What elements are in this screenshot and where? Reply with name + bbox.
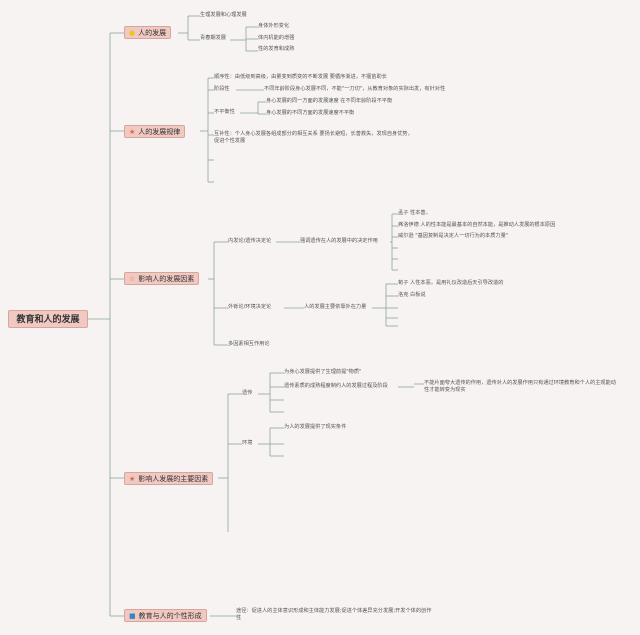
branch-label: 人的发展 — [138, 29, 167, 37]
node-uneven-2: 身心发展的不同方面的发展速度不平衡 — [266, 110, 355, 116]
node-body-shape: 身体外形变化 — [258, 23, 290, 29]
node-body-function: 体内机能的增强 — [258, 35, 295, 41]
star-icon: ★ — [129, 475, 136, 483]
branch-development-laws[interactable]: ★人的发展规律 — [124, 125, 186, 138]
node-inner-theory: 内发论/遗传决定论 — [228, 238, 272, 244]
branch-personality[interactable]: ■教育与人的个性形成 — [124, 609, 207, 622]
node-heredity-1: 为身心发展提供了生理前提"物质" — [284, 369, 362, 375]
sun-icon: ● — [129, 29, 136, 37]
flag-icon: ■ — [129, 612, 136, 620]
star-icon: ★ — [129, 128, 136, 136]
branch-label: 人的发展规律 — [138, 128, 181, 136]
node-inner-note: 强调遗传在人的发展中的决定作用 — [300, 238, 378, 244]
node-uneven-1: 身心发展的同一方面的发展速度 在不同年龄阶段不平衡 — [266, 98, 393, 104]
branch-label: 影响人发展的主要因素 — [138, 475, 209, 483]
node-outer-theory: 外铄论/环境决定论 — [228, 304, 272, 310]
node-sequence: 顺序性：由低级到高级，由量变到质变的不断发展 要循序渐进，不揠苗助长 — [214, 74, 387, 80]
node-stage: 阶段性 — [214, 86, 230, 92]
node-stage-note: 不同年龄阶段身心发展不同，不能"一刀切"，从教育对象的实际出发，有针对性 — [264, 86, 446, 92]
root-node[interactable]: 教育和人的发展 — [8, 310, 88, 328]
node-personality-path: 途径：促进人的主体意识形成和主体能力发展;促进个体差异充分发展;开发个体的创作性 — [236, 608, 432, 621]
node-complementary: 互补性：个人身心发展各组成部分的相互关系 要扬长避短，长善救失，发现自身优势，促… — [214, 131, 413, 144]
branch-human-development[interactable]: ●人的发展 — [124, 26, 172, 39]
node-environment-1: 为人的发展提供了现实条件 — [284, 424, 347, 430]
node-uneven: 不平衡性 — [214, 109, 235, 115]
node-physio-psych: 生理发展和心理发展 — [200, 12, 247, 18]
branch-label: 教育与人的个性形成 — [138, 612, 202, 620]
branch-label: 影响人的发展因素 — [138, 275, 195, 283]
star-outline-icon: ☆ — [129, 275, 136, 283]
node-maturity: 性的发育和成熟 — [258, 46, 295, 52]
node-adolescence: 青春期发展 — [200, 35, 226, 41]
node-wilson: 威尔逊 "基因复制是决定人一切行为的本质力量" — [398, 233, 509, 239]
node-heredity: 遗传 — [242, 390, 253, 396]
node-environment: 环境 — [242, 440, 253, 446]
node-freud: 弗洛伊德 人的性本能是最基本的自然本能，是推动人发展的根本原因 — [398, 222, 556, 228]
branch-influencing-factors[interactable]: ☆影响人的发展因素 — [124, 272, 200, 285]
node-outer-note: 人的发展主要依靠外在力量 — [304, 304, 367, 310]
node-mencius: 孟子 性本善， — [398, 210, 431, 216]
node-multi-factor: 多因素相互作用论 — [228, 341, 270, 347]
node-xunzi: 荀子 人性本恶，是用礼仪改造后天引导改造的 — [398, 280, 504, 286]
node-heredity-3: 不能片面夸大遗传的作用，遗传对人的发展作用只有通过环境教育和个人的主观能动性才能… — [424, 380, 616, 393]
branch-main-factors[interactable]: ★影响人发展的主要因素 — [124, 472, 214, 485]
node-locke: 洛克 白板说 — [398, 292, 426, 298]
node-heredity-2: 遗传素质的成熟程度制约人的发展过程及阶段 — [284, 383, 388, 389]
